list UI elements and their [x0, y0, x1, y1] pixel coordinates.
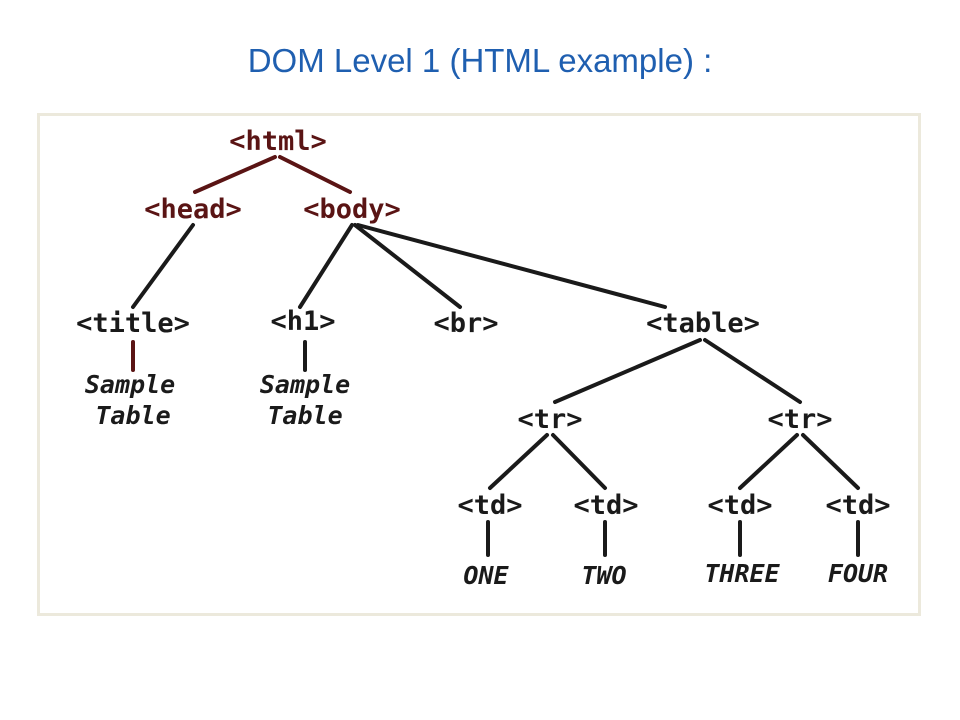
edge-html-body	[278, 155, 352, 194]
node-td-1: <td>	[457, 490, 522, 521]
edge-body-br	[353, 223, 462, 309]
slide-title: DOM Level 1 (HTML example) :	[247, 42, 713, 79]
node-tr-left: <tr>	[517, 404, 582, 435]
diagram-frame	[37, 113, 921, 616]
edge-tr-left-td-1	[488, 433, 549, 490]
edge-tr-right-td-3	[738, 433, 799, 490]
node-td-3: <td>	[707, 490, 772, 521]
text-node-title-line2: Table	[95, 401, 170, 430]
text-node-title-line1: Sample	[85, 370, 175, 399]
text-node-four: FOUR	[828, 559, 888, 588]
node-h1: <h1>	[270, 306, 335, 337]
text-node-one: ONE	[463, 561, 509, 590]
node-td-4: <td>	[825, 490, 890, 521]
text-node-h1-line2: Table	[267, 401, 342, 430]
edge-body-table	[356, 223, 667, 309]
node-html: <html>	[229, 126, 327, 157]
edge-html-head	[193, 155, 277, 194]
edge-table-tr-right	[703, 338, 802, 404]
text-node-two: TWO	[581, 561, 626, 590]
text-node-three: THREE	[704, 559, 780, 588]
node-head: <head>	[144, 194, 242, 225]
edge-tr-left-td-2	[551, 433, 607, 490]
node-tr-right: <tr>	[767, 404, 832, 435]
node-td-2: <td>	[573, 490, 638, 521]
edge-table-tr-left	[553, 338, 702, 404]
node-table: <table>	[646, 308, 760, 339]
node-body: <body>	[303, 194, 401, 225]
node-br: <br>	[433, 308, 498, 339]
text-node-h1-line1: Sample	[260, 370, 350, 399]
edge-head-title	[131, 223, 195, 309]
edge-tr-right-td-4	[801, 433, 860, 490]
edge-body-h1	[298, 223, 354, 309]
node-title: <title>	[76, 308, 190, 339]
